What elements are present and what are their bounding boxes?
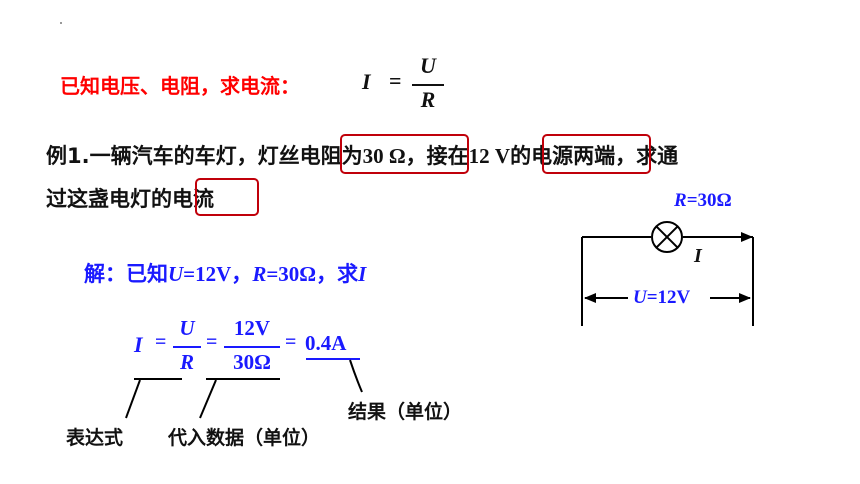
equation-eq-1: = [155,331,167,353]
expression-underline [134,378,182,380]
equation-eq-3: = [285,331,297,353]
problem-text-current: 电流 [172,187,214,211]
equation-result-underline [306,358,360,360]
equation-fraction-2-numerator: 12V [233,316,271,340]
circuit-voltage-arrow-right [739,293,751,303]
known-formula-numerator: U [420,53,436,78]
annotation-expression: 表达式 [66,427,124,449]
substitute-leader [199,379,217,419]
circuit-U-val: =12V [646,287,691,308]
equation-I: I [134,332,143,357]
annotation-result: 结果（单位） [348,401,463,423]
known-formula-bar [412,84,444,86]
substitute-underline [206,378,280,380]
solution-U: U [168,262,184,286]
highlight-current [195,178,259,216]
problem-text-5: 两端，求通 [573,144,679,168]
lamp-icon [651,221,683,253]
circuit-current-label: I [694,245,702,267]
equation-fraction-1-numerator: U [179,316,195,340]
highlight-resistance [340,134,469,174]
equation-result: 0.4A [305,331,347,355]
circuit-voltage-label: U=12V [633,287,690,309]
known-formula-denominator: R [420,87,436,112]
problem-text-resistance-cn: 电阻为 [299,144,363,168]
circuit-R: R [674,190,687,211]
solution-I: I [358,262,367,286]
equation-fraction-2-denominator: 30Ω [233,350,271,374]
known-formula-I: I [362,69,371,94]
known-formula-eq: = [389,68,402,93]
equation-eq-2: = [206,331,218,353]
problem-line-2: 过这盏电灯的电流 [46,183,214,213]
circuit-U: U [633,287,647,308]
expression-leader [125,379,141,419]
solution-label: 解：已知 [84,262,168,286]
corner-dot [60,22,62,24]
highlight-voltage [542,134,651,174]
equation-fraction-1-denominator: R [179,350,194,374]
circuit-R-val: =30Ω [686,190,732,211]
circuit-current-arrow [741,232,753,242]
solution-R-val: =30Ω，求 [266,262,359,286]
problem-text-resistance-val: 30 Ω [362,144,406,168]
solution-U-val: =12V， [183,262,253,286]
equation-fraction-1-bar [173,346,201,348]
equation-fraction-2-bar [224,346,280,348]
problem-text-1: 例1.一辆汽车的车灯，灯丝 [46,144,300,168]
result-leader [349,359,363,393]
problem-text-voltage-cn: 的电源 [510,144,574,168]
circuit-voltage-arrow-left [584,293,596,303]
solution-R: R [252,262,267,286]
problem-line-1: 例1.一辆汽车的车灯，灯丝电阻为30 Ω，接在12 V的电源两端，求通 [46,140,678,170]
problem-text-voltage-val: 12 V [468,144,511,168]
known-label: 已知电压、电阻，求电流： [60,74,300,98]
annotation-substitute: 代入数据（单位） [168,427,321,449]
circuit-resistance-label: R=30Ω [674,190,732,212]
solution-line: 解：已知U=12V，R=30Ω，求I [84,258,366,288]
problem-text-3: ，接在 [405,144,469,168]
problem-text-6: 过这盏电灯的 [46,187,172,211]
